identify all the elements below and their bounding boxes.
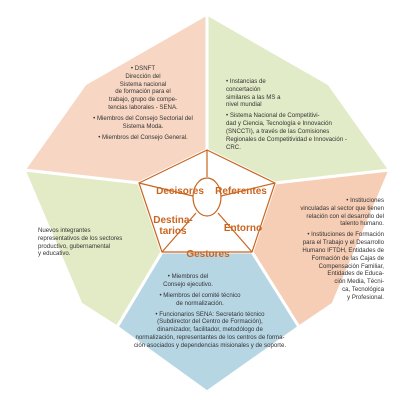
core-label-destinatarios: Destina- tarios <box>153 215 193 237</box>
top-left-item-2: • Miembros del Consejo Sectorial del Sis… <box>93 114 193 130</box>
core-label-decisores: Decisores <box>156 186 204 197</box>
top-right-item-2: • Sistema Nacional de Competitivi- dad y… <box>226 112 347 151</box>
core-divider-5 <box>138 182 194 197</box>
core-divider-4 <box>161 212 197 253</box>
bottom-item-2: • Miembros del comité técnico de normali… <box>159 291 241 307</box>
bottom-item-1: • Miembros del Consejo ejecutivo. <box>163 273 213 288</box>
text-top-right: • Instancias de concertación similares a… <box>218 78 368 155</box>
text-right: • Instituciones vinculadas al sector que… <box>262 197 384 305</box>
top-left-item-3: • Miembros del Consejo General. <box>98 133 188 141</box>
core-divider-3 <box>217 212 253 253</box>
text-bottom: • Miembros del Consejo ejecutivo. • Miem… <box>120 273 300 353</box>
core-circle <box>192 177 222 217</box>
core-label-referentes: Referentes <box>215 186 267 197</box>
top-right-item-1: • Instancias de concertación similares a… <box>226 78 281 109</box>
sector-left <box>22 168 164 329</box>
left-item-1: Nuevos integrantes representativos de lo… <box>38 227 123 258</box>
core-label-entorno: Entorno <box>223 223 263 234</box>
right-item-1: • Instituciones vinculadas al sector que… <box>300 197 384 228</box>
text-left: Nuevos integrantes representativos de lo… <box>38 227 148 261</box>
core-label-gestores: Gestores <box>186 249 230 260</box>
bottom-item-3: • Funcionarios SENA: Secretario técnico … <box>133 310 287 349</box>
text-top-left: • DSNFT Dirección del Sistema nacional d… <box>82 65 204 145</box>
right-item-2: • Instituciones de Formación para el Tra… <box>302 231 384 301</box>
core-divider-2 <box>220 182 276 197</box>
top-left-item-1: • DSNFT Dirección del Sistema nacional d… <box>108 65 178 111</box>
